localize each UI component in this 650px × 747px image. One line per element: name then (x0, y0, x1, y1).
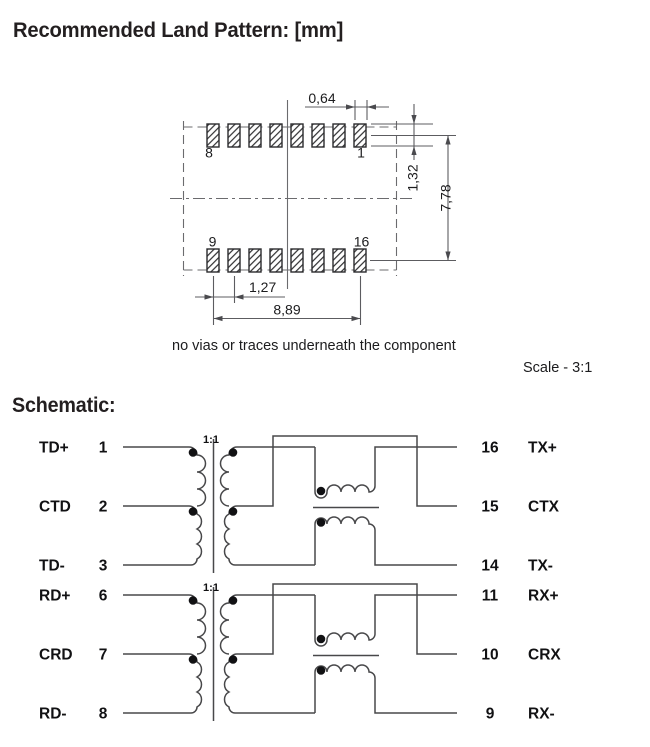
dimension-pad-length: 1,32 (371, 104, 433, 192)
scale-label: Scale - 3:1 (523, 360, 592, 376)
pin-number: 1 (99, 440, 108, 457)
dimension-pitch: 1,27 (195, 276, 285, 325)
pad (248, 248, 262, 273)
pin-number: 9 (486, 706, 495, 723)
pad (227, 123, 241, 148)
pin-number: 15 (481, 499, 499, 516)
pad (269, 248, 283, 273)
svg-text:1,27: 1,27 (249, 279, 276, 295)
pin-name: RX+ (528, 588, 559, 605)
pin-name: CRD (39, 647, 73, 664)
pin-number: 11 (482, 588, 499, 605)
group1-pin-labels: TD+ 1 CTD 2 TD- 3 16 TX+ 15 CTX 14 TX- (39, 440, 560, 575)
pad-number-bottom-left: 9 (209, 234, 217, 250)
pin-name: RX- (528, 706, 555, 723)
pad (332, 123, 346, 148)
pin-name: TX- (528, 558, 553, 575)
pad-row-top (206, 123, 367, 148)
pin-number: 10 (481, 647, 498, 664)
schematic-title: Schematic: (12, 394, 116, 417)
transformer-group-2 (122, 583, 458, 722)
turns-ratio-label: 1:1 (203, 434, 219, 446)
pin-number: 2 (99, 499, 108, 516)
svg-text:1,32: 1,32 (405, 164, 421, 191)
pin-name: TD- (39, 558, 65, 575)
dimension-total-span: 8,89 (213, 276, 362, 325)
pin-number: 3 (99, 558, 108, 575)
pin-number: 6 (99, 588, 108, 605)
schematic-figure: 1:1 1:1 TD+ 1 CTD 2 TD- 3 16 TX+ 15 CTX … (39, 434, 561, 723)
pin-number: 8 (99, 706, 108, 723)
turns-ratio-label: 1:1 (203, 582, 219, 594)
pad (206, 123, 220, 148)
pin-name: RD- (39, 706, 67, 723)
land-pattern-title: Recommended Land Pattern: [mm] (13, 18, 344, 42)
pin-name: TX+ (528, 440, 557, 457)
pin-name: RD+ (39, 588, 70, 605)
pin-name: CTD (39, 499, 71, 516)
pad (290, 123, 304, 148)
group2-pin-labels: RD+ 6 CRD 7 RD- 8 11 RX+ 10 CRX 9 RX- (39, 588, 561, 723)
pad-row-bottom (206, 248, 367, 273)
pad (353, 248, 367, 273)
pad (248, 123, 262, 148)
dimension-row-span: 7,78 (370, 134, 456, 262)
pin-name: TD+ (39, 440, 69, 457)
pad (311, 248, 325, 273)
pad-number-top-left: 8 (205, 145, 213, 161)
pin-number: 7 (99, 647, 108, 664)
pin-name: CTX (528, 499, 560, 516)
pad (227, 248, 241, 273)
pad-number-top-right: 1 (357, 145, 365, 161)
transformer-group-1 (122, 435, 458, 574)
svg-text:0,64: 0,64 (308, 90, 335, 106)
pad (206, 248, 220, 273)
pin-name: CRX (528, 647, 561, 664)
pin-number: 16 (481, 440, 499, 457)
pad (290, 248, 304, 273)
pad (332, 248, 346, 273)
no-vias-note: no vias or traces underneath the compone… (172, 338, 456, 354)
land-pattern-figure: 8 1 9 16 0,64 1,32 (170, 90, 592, 376)
pin-number: 14 (481, 558, 499, 575)
dimension-pad-width: 0,64 (305, 90, 389, 120)
svg-text:8,89: 8,89 (273, 302, 300, 318)
pad (353, 123, 367, 148)
pad (269, 123, 283, 148)
pad (311, 123, 325, 148)
pad-number-bottom-right: 16 (354, 234, 370, 250)
svg-text:7,78: 7,78 (438, 184, 454, 211)
